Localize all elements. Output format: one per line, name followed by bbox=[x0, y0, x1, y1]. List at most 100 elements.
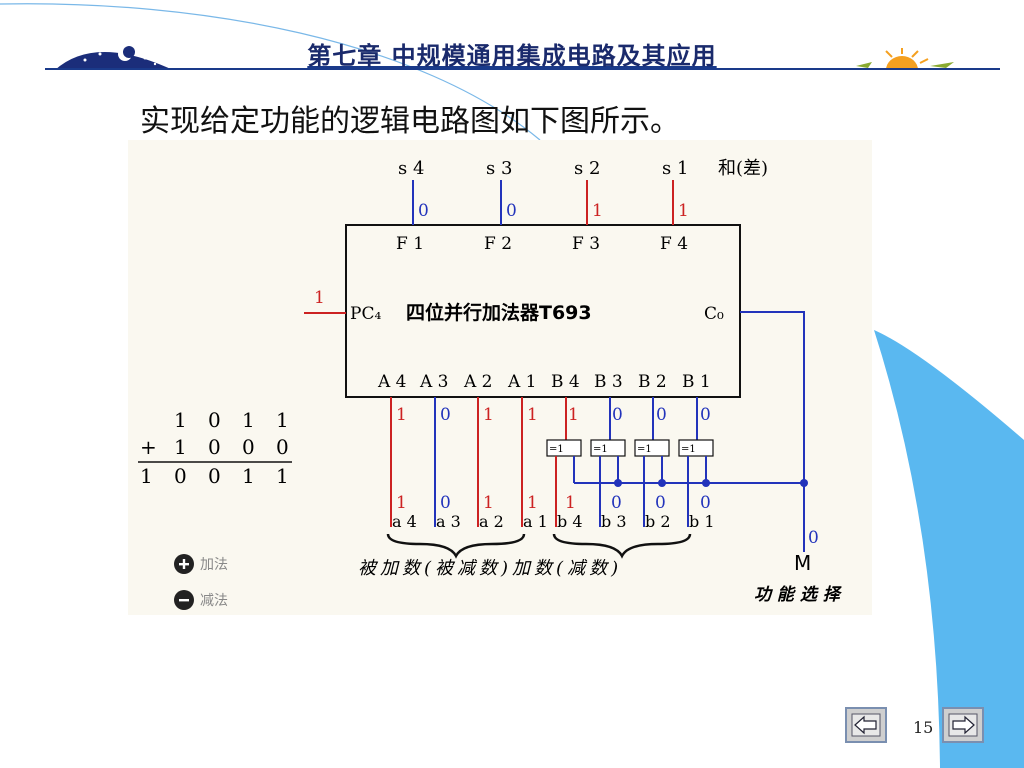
output-bit-s1: 1 bbox=[678, 201, 689, 221]
xor-gate-b4 bbox=[546, 439, 582, 457]
input-bit-a3: 0 bbox=[440, 493, 451, 513]
binary-calculation: 1 0 1 1 + 1 0 0 0 1 0 0 1 1 bbox=[138, 408, 292, 488]
moon-logo-icon bbox=[55, 46, 173, 70]
input-label-b4: b 4 bbox=[557, 512, 583, 531]
b-bit-b1: 0 bbox=[700, 405, 711, 425]
pc4-bit: 1 bbox=[314, 288, 325, 308]
input-label-b3: b 3 bbox=[601, 512, 627, 531]
input-bit-b2: 0 bbox=[655, 493, 666, 513]
pin-b3: B 3 bbox=[594, 372, 623, 392]
input-bit-b3: 0 bbox=[611, 493, 622, 513]
b-bit-b2: 0 bbox=[656, 405, 667, 425]
calc-row1-d3: 1 bbox=[242, 408, 255, 432]
a-bit-a4: 1 bbox=[396, 405, 407, 425]
brace-addend bbox=[386, 533, 526, 559]
previous-slide-button[interactable] bbox=[845, 707, 887, 743]
brace-augend bbox=[552, 533, 692, 559]
junction-b2 bbox=[658, 479, 666, 487]
calc-plus-sign: + bbox=[140, 435, 157, 459]
calc-result-d3: 0 bbox=[208, 464, 221, 488]
arrow-right-icon bbox=[948, 713, 978, 737]
subtract-mode-label: 减法 bbox=[200, 593, 228, 609]
junction-b1 bbox=[702, 479, 710, 487]
input-label-b1: b 1 bbox=[689, 512, 715, 531]
output-label-s1: s 1 bbox=[662, 158, 688, 179]
intro-text: 实现给定功能的逻辑电路图如下图所示。 bbox=[140, 104, 680, 139]
pin-f4: F 4 bbox=[660, 234, 688, 254]
subtract-mode-button[interactable]: 减法 bbox=[174, 590, 228, 610]
a-bit-a2: 1 bbox=[483, 405, 494, 425]
input-label-a4: a 4 bbox=[392, 512, 417, 531]
xor-gate-b1 bbox=[678, 439, 714, 457]
input-label-a3: a 3 bbox=[436, 512, 461, 531]
input-bit-b1: 0 bbox=[700, 493, 711, 513]
chapter-title: 第七章 中规模通用集成电路及其应用 bbox=[307, 41, 717, 70]
b-bit-b3: 0 bbox=[612, 405, 623, 425]
pin-a2: A 2 bbox=[463, 372, 493, 392]
pin-b2: B 2 bbox=[638, 372, 667, 392]
output-bit-s4: 0 bbox=[418, 201, 429, 221]
input-label-a1: a 1 bbox=[523, 512, 548, 531]
sum-diff-label: 和(差) bbox=[718, 158, 768, 179]
pin-f2: F 2 bbox=[484, 234, 512, 254]
pin-co: C₀ bbox=[704, 304, 724, 324]
calc-row1-d2: 0 bbox=[208, 408, 221, 432]
output-bit-s3: 0 bbox=[506, 201, 517, 221]
calc-result-d4: 1 bbox=[242, 464, 255, 488]
calc-row1-d1: 1 bbox=[174, 408, 187, 432]
input-bit-a4: 1 bbox=[396, 493, 407, 513]
calc-result-d2: 0 bbox=[174, 464, 187, 488]
calc-result-d5: 1 bbox=[276, 464, 289, 488]
xor-label-b4: =1 bbox=[549, 444, 564, 455]
calc-row2-d3: 0 bbox=[242, 435, 255, 459]
header-divider bbox=[45, 68, 1000, 70]
pin-b4: B 4 bbox=[551, 372, 580, 392]
next-slide-button[interactable] bbox=[942, 707, 984, 743]
junction-b3 bbox=[614, 479, 622, 487]
xor-label-b2: =1 bbox=[637, 444, 652, 455]
m-label: M bbox=[794, 551, 811, 575]
pin-f1: F 1 bbox=[396, 234, 424, 254]
pin-a3: A 3 bbox=[419, 372, 449, 392]
calc-row2-d1: 1 bbox=[174, 435, 187, 459]
sun-logo-icon bbox=[856, 48, 954, 70]
input-label-b2: b 2 bbox=[645, 512, 671, 531]
xor-gate-b3 bbox=[590, 439, 626, 457]
plus-circle-icon bbox=[174, 554, 194, 574]
output-bit-s2: 1 bbox=[592, 201, 603, 221]
decorative-blue-shape bbox=[874, 330, 1024, 768]
xor-label-b3: =1 bbox=[593, 444, 608, 455]
operand-caption: 被加数(被减数)加数(减数) bbox=[358, 558, 622, 579]
junction-m bbox=[800, 479, 808, 487]
xor-gate-b2 bbox=[634, 439, 670, 457]
pin-f3: F 3 bbox=[572, 234, 600, 254]
xor-label-b1: =1 bbox=[681, 444, 696, 455]
m-bit: 0 bbox=[808, 528, 819, 548]
page-number: 15 bbox=[913, 718, 934, 737]
calc-row1-d4: 1 bbox=[276, 408, 289, 432]
function-select-label: 功 能 选 择 bbox=[754, 585, 843, 605]
pin-a1: A 1 bbox=[507, 372, 537, 392]
a-bit-a1: 1 bbox=[527, 405, 538, 425]
minus-circle-icon bbox=[174, 590, 194, 610]
output-label-s3: s 3 bbox=[486, 158, 512, 179]
arrow-left-icon bbox=[851, 713, 881, 737]
add-mode-button[interactable]: 加法 bbox=[174, 554, 228, 574]
calc-row2-d4: 0 bbox=[276, 435, 289, 459]
input-bit-a2: 1 bbox=[483, 493, 494, 513]
wire-co-to-m bbox=[740, 311, 805, 552]
calc-result-d1: 1 bbox=[140, 464, 153, 488]
pin-b1: B 1 bbox=[682, 372, 711, 392]
input-bit-b4: 1 bbox=[565, 493, 576, 513]
a-bit-a3: 0 bbox=[440, 405, 451, 425]
b-bit-b4: 1 bbox=[568, 405, 579, 425]
output-label-s4: s 4 bbox=[398, 158, 424, 179]
input-bit-a1: 1 bbox=[527, 493, 538, 513]
output-label-s2: s 2 bbox=[574, 158, 600, 179]
calc-row2-d2: 0 bbox=[208, 435, 221, 459]
pin-pc4: PC₄ bbox=[350, 304, 381, 324]
add-mode-label: 加法 bbox=[200, 557, 228, 573]
chip-name: 四位并行加法器T693 bbox=[406, 301, 592, 324]
